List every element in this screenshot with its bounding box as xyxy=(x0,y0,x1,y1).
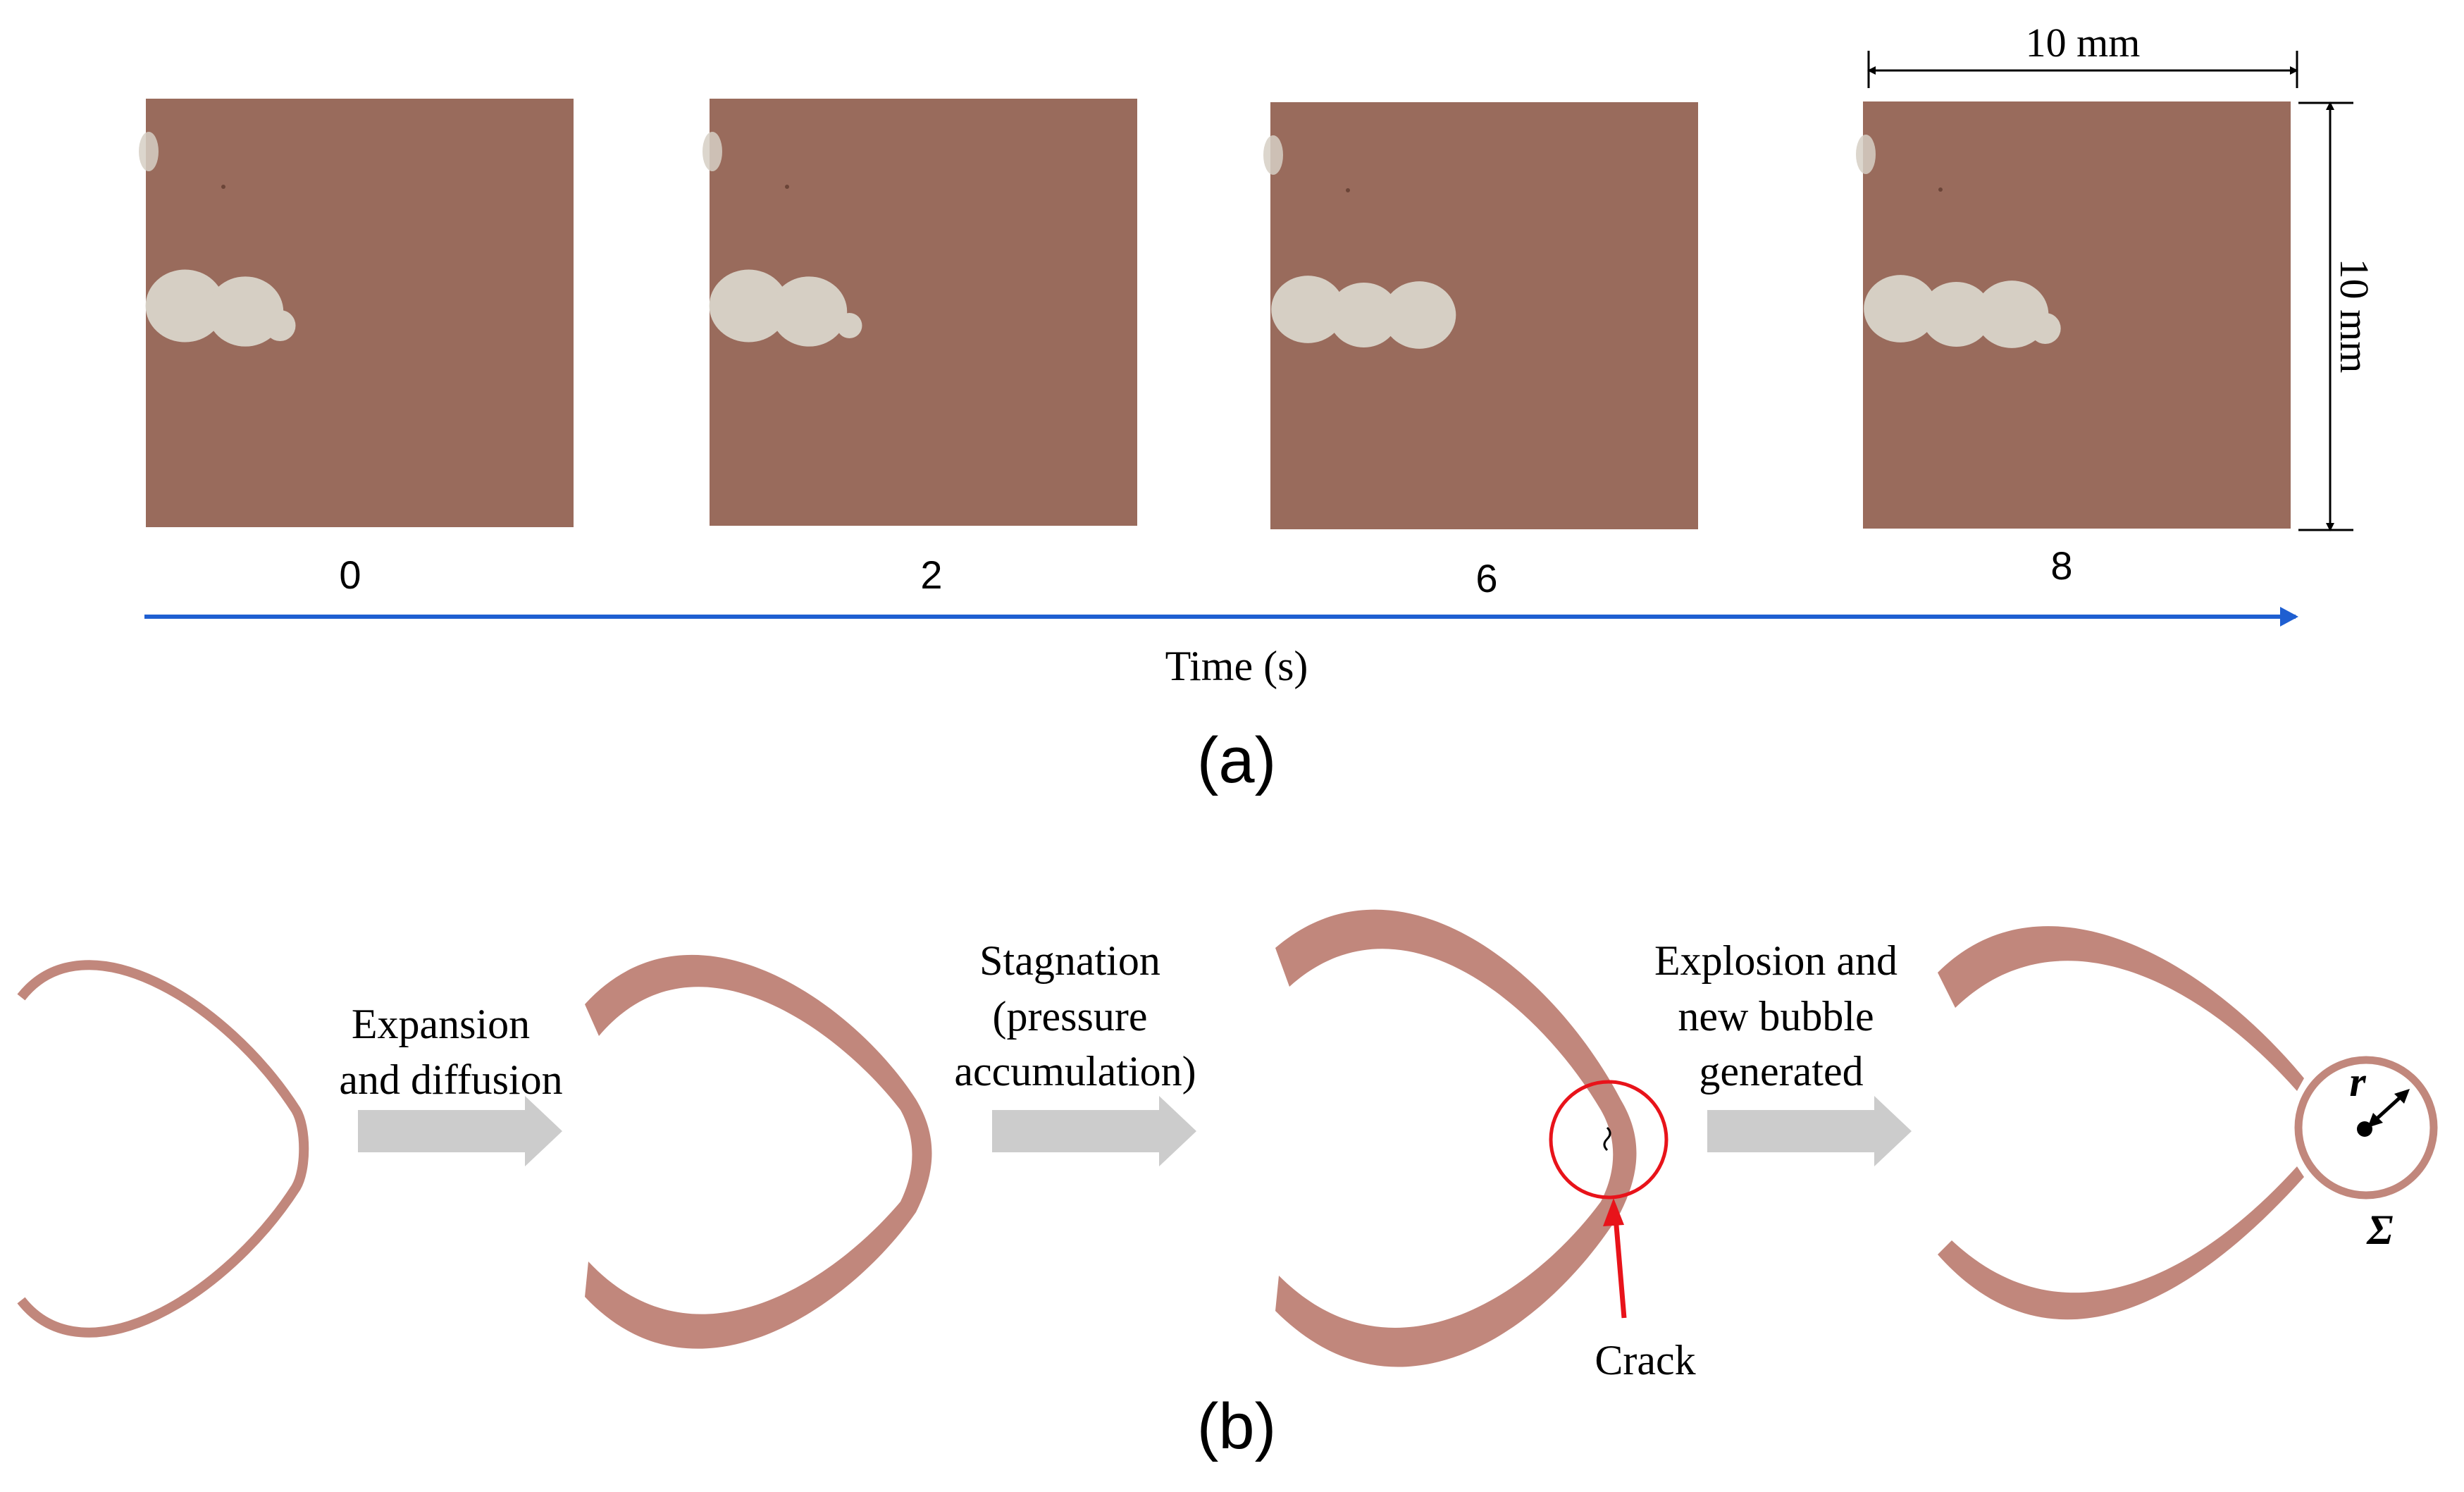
step-label-3: Explosion and new bubble generated xyxy=(1654,937,1908,1095)
specimen-frame-8: 8 xyxy=(1856,101,2291,588)
drop-tip xyxy=(264,310,296,341)
radius-symbol: r xyxy=(2349,1059,2366,1105)
height-dimension: 10 mm xyxy=(2298,101,2377,531)
spreading-drop xyxy=(1864,275,1938,343)
crack-marker: Crack xyxy=(1549,1080,1696,1383)
bubble-shell-exploded xyxy=(1938,926,2304,1320)
width-label: 10 mm xyxy=(2026,20,2141,66)
drop-tip xyxy=(836,313,862,338)
spreading-drop xyxy=(207,276,284,347)
spreading-drop xyxy=(1328,283,1399,347)
new-bubble: r Σ xyxy=(2294,1056,2438,1253)
spreading-drop xyxy=(145,269,225,343)
time-tick-label: 6 xyxy=(1475,556,1497,600)
step-arrow-2 xyxy=(992,1096,1196,1166)
step-label-3-line-3: generated xyxy=(1699,1048,1863,1095)
height-label: 10 mm xyxy=(2332,259,2377,374)
step-label-2-line-1: Stagnation xyxy=(979,937,1160,984)
panel-b: Crack r Σ Expansion and diffusion xyxy=(17,909,2438,1462)
crack-label: Crack xyxy=(1595,1337,1695,1383)
edge-drop xyxy=(139,132,159,171)
edge-drop xyxy=(702,132,722,171)
specimen-frame-6: 6 xyxy=(1263,102,1698,600)
time-tick-label: 8 xyxy=(2050,543,2072,588)
edge-drop xyxy=(1856,135,1876,174)
time-tick-label: 0 xyxy=(339,553,361,597)
bubble-shell-initial xyxy=(17,960,309,1338)
step-label-2-line-2: (pressure xyxy=(993,993,1148,1040)
step-label-1: Expansion and diffusion xyxy=(339,1001,562,1103)
specimen-frame-2: 2 xyxy=(702,99,1137,597)
spreading-drop xyxy=(1382,281,1456,349)
time-axis-label: Time (s) xyxy=(1165,643,1308,689)
drop-tip xyxy=(2029,313,2061,344)
spreading-drop xyxy=(771,276,848,347)
specimen-frames: 0 2 6 8 xyxy=(139,99,2291,600)
step-arrow-3 xyxy=(1707,1096,1912,1166)
step-arrow-1 xyxy=(358,1096,562,1166)
step-label-1-line-2: and diffusion xyxy=(339,1056,562,1103)
edge-drop xyxy=(1263,135,1283,175)
surface-speck xyxy=(1346,188,1350,192)
step-label-3-line-1: Explosion and xyxy=(1654,937,1897,984)
step-label-1-line-1: Expansion xyxy=(352,1001,530,1047)
step-label-3-line-2: new bubble xyxy=(1678,993,1874,1040)
panel-b-label: (b) xyxy=(1197,1391,1276,1462)
surface-symbol: Σ xyxy=(2366,1207,2393,1253)
surface-speck xyxy=(1938,187,1943,192)
panel-a-label: (a) xyxy=(1197,725,1276,796)
panel-a: 0 2 6 8 10 mm 10 mm Time (s) (a) xyxy=(139,20,2377,796)
time-tick-label: 2 xyxy=(920,553,942,597)
spreading-drop xyxy=(709,269,788,343)
time-axis: Time (s) xyxy=(144,607,2298,689)
bubble-shell-expanded xyxy=(585,954,932,1349)
step-label-2: Stagnation (pressure accumulation) xyxy=(954,937,1196,1095)
surface-speck xyxy=(221,185,225,189)
spreading-drop xyxy=(1921,282,1992,347)
width-dimension: 10 mm xyxy=(1867,20,2298,88)
step-label-2-line-3: accumulation) xyxy=(954,1048,1196,1095)
surface-speck xyxy=(785,185,789,189)
bubble-shell-stagnant xyxy=(1275,909,1637,1367)
spreading-drop xyxy=(1271,276,1345,343)
specimen-frame-0: 0 xyxy=(139,99,574,597)
